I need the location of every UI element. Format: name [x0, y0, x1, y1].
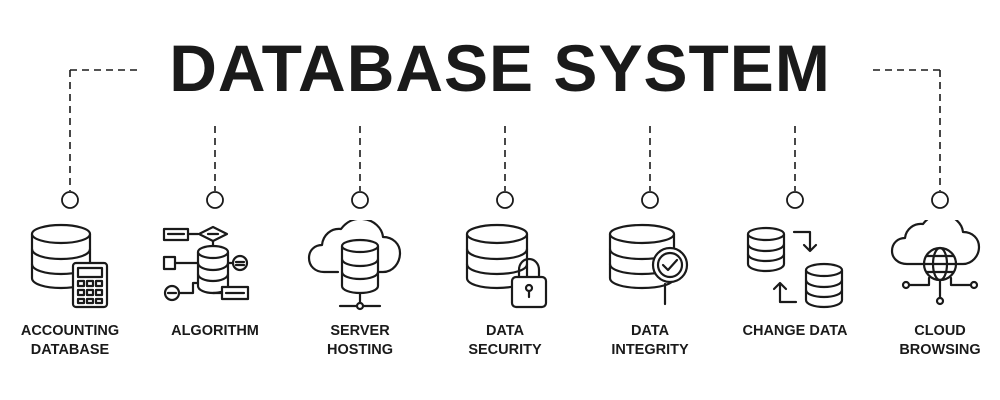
item-label: SERVER HOSTING [290, 322, 430, 360]
item-label: DATA SECURITY [435, 322, 575, 360]
data-security-icon [465, 223, 548, 309]
item-label: ACCOUNTING DATABASE [0, 322, 140, 360]
label-line-1: ALGORITHM [171, 323, 259, 339]
connector-node [931, 191, 949, 209]
label-line-1: CLOUD [914, 323, 966, 339]
page-title: DATABASE SYSTEM [169, 31, 831, 105]
change-data-icon [746, 226, 844, 309]
accounting-database-icon [30, 223, 109, 309]
label-line-1: DATA [630, 323, 670, 339]
item-label: DATA INTEGRITY [580, 322, 720, 360]
label-line-2: DATABASE [30, 342, 110, 358]
connector-node [786, 191, 804, 209]
data-integrity-icon [608, 223, 689, 306]
item-label: CHANGE DATA [725, 322, 865, 341]
server-hosting-icon [307, 220, 402, 311]
label-line-1: DATA [485, 323, 525, 339]
label-line-2: HOSTING [326, 342, 394, 358]
label-line-2: INTEGRITY [611, 342, 689, 358]
label-line-1: SERVER [330, 323, 390, 339]
algorithm-icon [162, 225, 250, 302]
label-line-2: SECURITY [468, 342, 542, 358]
connector-node [496, 191, 514, 209]
label-line-1: ACCOUNTING [20, 323, 120, 339]
cloud-browsing-icon [890, 220, 981, 306]
connector-node [206, 191, 224, 209]
connector-node [351, 191, 369, 209]
item-label: CLOUD BROWSING [870, 322, 1000, 360]
connector-node [61, 191, 79, 209]
label-line-1: CHANGE DATA [742, 323, 848, 339]
connector-node [641, 191, 659, 209]
item-label: ALGORITHM [145, 322, 285, 341]
label-line-2: BROWSING [899, 342, 981, 358]
